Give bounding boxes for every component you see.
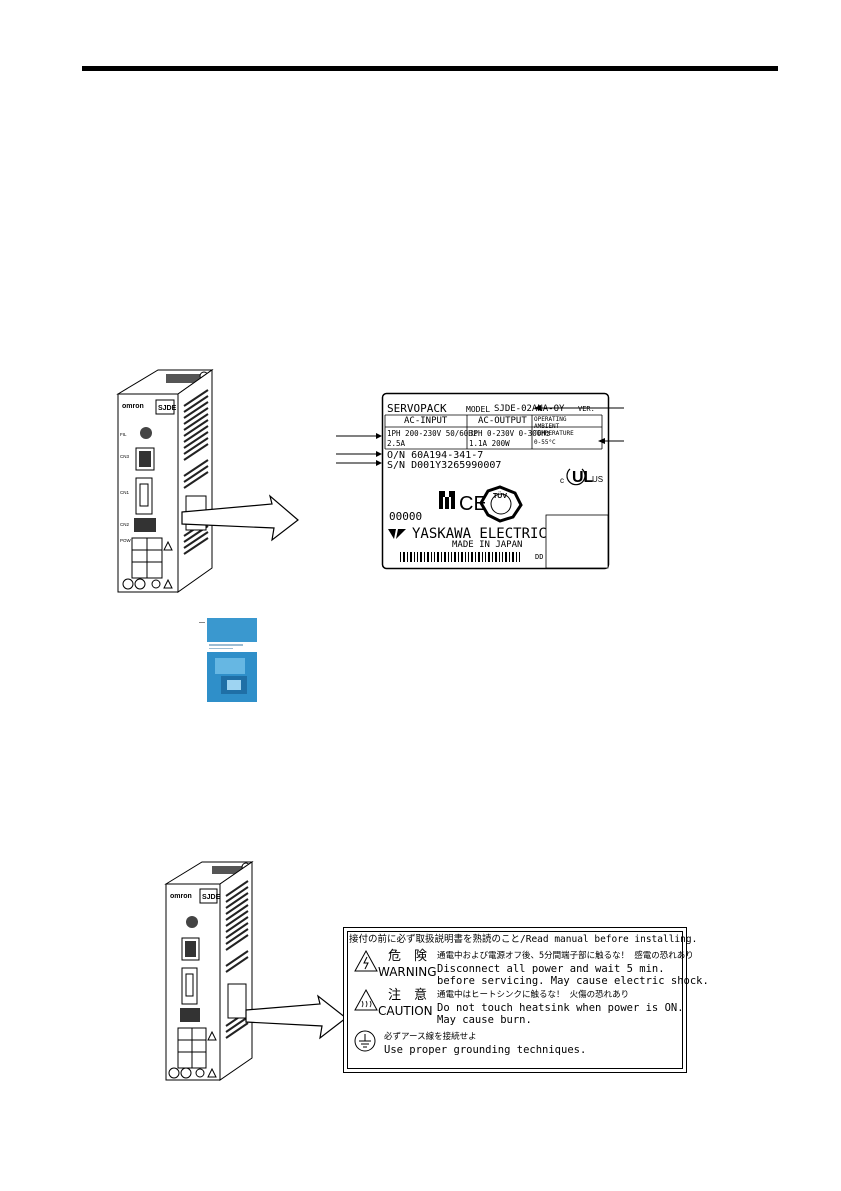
header-rule [82,66,778,71]
ac-input-header: AC-INPUT [404,416,448,426]
output-line1: 3PH 0-230V 0-300Hz [469,429,551,438]
right-pointer-arrows [534,405,624,444]
ul-c-text: c [560,476,564,485]
nameplate-label: SERVOPACK MODEL SJDE-02ANA-OY VER. AC-IN… [381,392,610,570]
svg-text:FIL: FIL [120,432,127,437]
brand-text-2: omron [170,893,192,900]
arrow-to-warning-label [245,994,347,1040]
model-value: SJDE-02ANA-OY [494,404,565,414]
serial-number: S/N D001Y3265990007 [387,460,502,471]
yaskawa-logo-icon [388,529,406,539]
manual-cover-image [195,618,257,702]
input-line1: 1PH 200-230V 50/60Hz [387,429,478,438]
code-text: 00000 [389,510,423,523]
made-in-text: MADE IN JAPAN [452,540,523,550]
brand-text: omron [122,403,144,410]
output-line2: 1.1A 200W [469,439,510,448]
electric-shock-warning-icon [354,949,378,972]
order-number: O/N 60A194-341-7 [387,450,484,461]
ground-en-text: Use proper grounding techniques. [384,1044,587,1056]
model-label: MODEL [466,405,491,414]
caution-jp-description: 通電中はヒートシンクに触るな！ 火傷の恐れあり [437,990,630,1000]
read-manual-text: 接付の前に必ず取扱説明書を熟読のこと/Read manual before in… [349,934,698,945]
left-pointer-arrows [336,433,382,466]
manufacturer-text: YASKAWA ELECTRIC [412,526,547,542]
warning-en-line2: before servicing. May cause electric sho… [437,975,709,987]
arrow-to-nameplate [181,494,299,542]
ground-jp-text: 必ずアース線を接続せよ [384,1032,477,1042]
svg-text:CN2: CN2 [120,522,129,527]
caution-jp-text: 注 意 [388,988,428,1003]
ac-output-header: AC-OUTPUT [478,416,527,426]
servopack-text: SERVOPACK [387,402,447,415]
model-badge: SJDE [158,405,177,412]
model-badge-2: SJDE [202,894,221,901]
ground-icon [354,1030,376,1052]
tuv-text: TÜV [493,493,507,500]
caution-en-line1: Do not touch heatsink when power is ON. [437,1002,684,1014]
caution-en-line2: May cause burn. [437,1014,532,1026]
warning-jp-text: 通電中および電源オフ後、5分間端子部に触るな！ 感電の恐れあり [437,951,694,961]
lot-text: DD [535,553,544,561]
ul-icon [566,468,586,486]
temperature-value: 0-55°C [534,439,556,446]
ul-text: UL [572,469,594,486]
svg-text:CN1: CN1 [120,490,129,495]
ce-mark: CE [459,493,487,515]
hot-surface-caution-icon [354,988,378,1011]
tuv-icon [479,485,523,523]
version-label: VER. [578,405,595,413]
operating-header: OPERATING AMBIENT TEMPERATURE [534,416,574,437]
input-line2: 2.5A [387,439,406,448]
warning-text: WARNING [378,965,437,979]
caution-text: CAUTION [378,1004,433,1018]
svg-text:POW: POW [120,538,132,543]
svg-text:CN3: CN3 [120,454,129,459]
warning-label: 接付の前に必ず取扱説明書を熟読のこと/Read manual before in… [343,927,709,1073]
marking-icon [439,491,455,509]
danger-jp-text: 危 険 [388,949,428,964]
warning-en-line1: Disconnect all power and wait 5 min. [437,963,665,975]
ul-us-text: US [592,475,604,484]
servopack-device-front: omron SJDE [164,861,254,1081]
